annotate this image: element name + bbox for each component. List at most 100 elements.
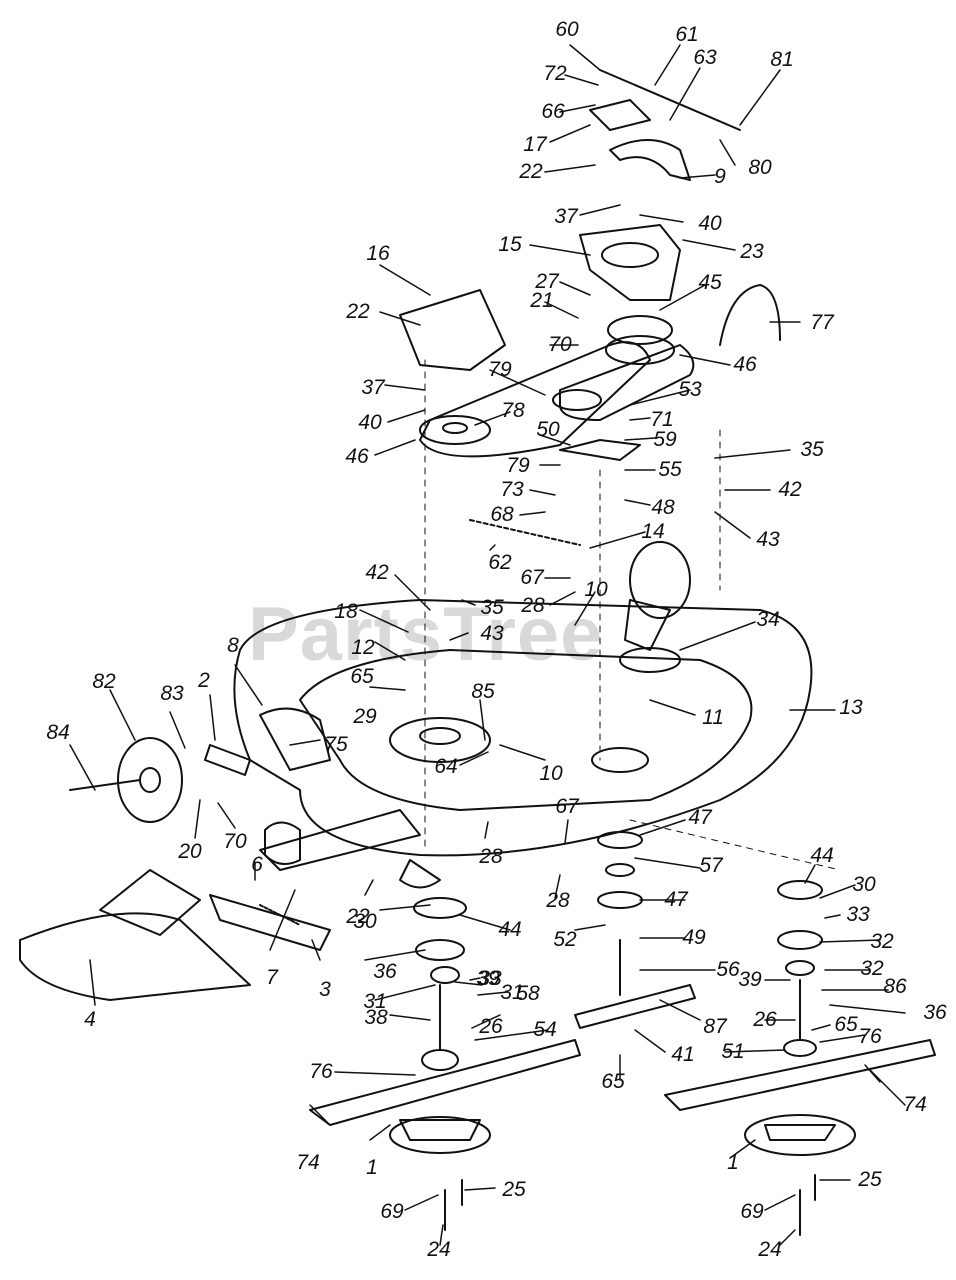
callout-39: 39 [738,968,762,991]
callout-71: 71 [650,408,674,431]
belt-cover [579,224,681,301]
callout-9: 9 [714,165,726,188]
top-pulley [607,315,673,345]
callout-10: 10 [539,762,563,785]
belt-segment [719,284,781,346]
callout-23: 23 [740,240,764,263]
callout-49: 49 [682,926,706,949]
callout-1: 1 [366,1156,378,1179]
callout-27: 27 [535,270,559,293]
callout-77: 77 [810,311,834,334]
callout-25: 25 [858,1168,882,1191]
callout-87: 87 [703,1015,727,1038]
callout-67: 67 [520,566,544,589]
callout-40: 40 [358,411,382,434]
callout-55: 55 [658,458,682,481]
callout-42: 42 [365,561,389,584]
callout-81: 81 [770,48,794,71]
callout-53: 53 [678,378,702,401]
callout-79: 79 [488,358,512,381]
callout-29: 29 [353,705,377,728]
gauge-wheel-left [117,737,183,823]
callout-18: 18 [334,600,358,623]
callout-80: 80 [748,156,772,179]
callout-70: 70 [548,333,572,356]
blade-right [664,1039,936,1111]
callout-57: 57 [699,854,723,877]
callout-30: 30 [852,873,876,896]
callout-22: 22 [346,300,370,323]
callout-36: 36 [373,960,397,983]
callout-20: 20 [178,840,202,863]
callout-79: 79 [506,454,530,477]
blade-left [309,1039,581,1126]
callout-35: 35 [800,438,824,461]
callout-31: 31 [500,981,524,1004]
callout-50: 50 [536,418,560,441]
callout-37: 37 [554,205,578,228]
deck-shell [233,599,813,857]
callout-33: 33 [846,903,870,926]
callout-44: 44 [810,844,834,867]
callout-73: 73 [500,478,524,501]
callout-30: 30 [353,910,377,933]
left-spindle-housing [389,717,491,763]
callout-8: 8 [227,634,239,657]
callout-76: 76 [858,1025,882,1048]
callout-21: 21 [530,289,554,312]
callout-54: 54 [533,1018,557,1041]
callout-43: 43 [756,528,780,551]
callout-76: 76 [309,1060,333,1083]
callout-33: 33 [478,967,502,990]
callout-28: 28 [479,845,503,868]
blade-adapter-right [744,1114,856,1156]
callout-67: 67 [555,795,579,818]
callout-52: 52 [553,928,577,951]
callout-75: 75 [324,733,348,756]
callout-22: 22 [346,905,370,928]
callout-7: 7 [266,966,278,989]
callout-26: 26 [753,1008,777,1031]
callout-65: 65 [601,1070,625,1093]
left-pulley [419,415,491,445]
callout-42: 42 [778,478,802,501]
callout-86: 86 [883,975,907,998]
callout-43: 43 [480,622,504,645]
callout-1: 1 [727,1151,739,1174]
callout-39: 39 [476,967,500,990]
callout-83: 83 [160,682,184,705]
callout-84: 84 [46,721,70,744]
callout-65: 65 [834,1013,858,1036]
callout-58: 58 [516,982,540,1005]
callout-38: 38 [364,1006,388,1029]
callout-35: 35 [480,596,504,619]
callout-22: 22 [519,160,543,183]
callout-36: 36 [923,1001,947,1024]
belt-guard-left [399,289,506,371]
lift-bracket [609,139,691,181]
callout-2: 2 [198,669,210,692]
callout-74: 74 [903,1093,927,1116]
callout-3: 3 [319,978,331,1001]
blade-center [574,984,696,1029]
callout-78: 78 [501,399,525,422]
callout-70: 70 [223,830,247,853]
callout-25: 25 [502,1178,526,1201]
callout-69: 69 [380,1200,404,1223]
callout-13: 13 [839,696,863,719]
center-spindle-opening [591,747,649,773]
callout-64: 64 [434,755,458,778]
center-pulley [552,389,602,411]
callout-17: 17 [523,133,547,156]
callout-72: 72 [543,62,567,85]
callout-15: 15 [498,233,522,256]
callout-61: 61 [675,23,699,46]
callout-68: 68 [490,503,514,526]
callout-44: 44 [498,918,522,941]
callout-32: 32 [870,930,894,953]
callout-12: 12 [351,636,375,659]
callout-40: 40 [698,212,722,235]
callout-32: 32 [860,957,884,980]
